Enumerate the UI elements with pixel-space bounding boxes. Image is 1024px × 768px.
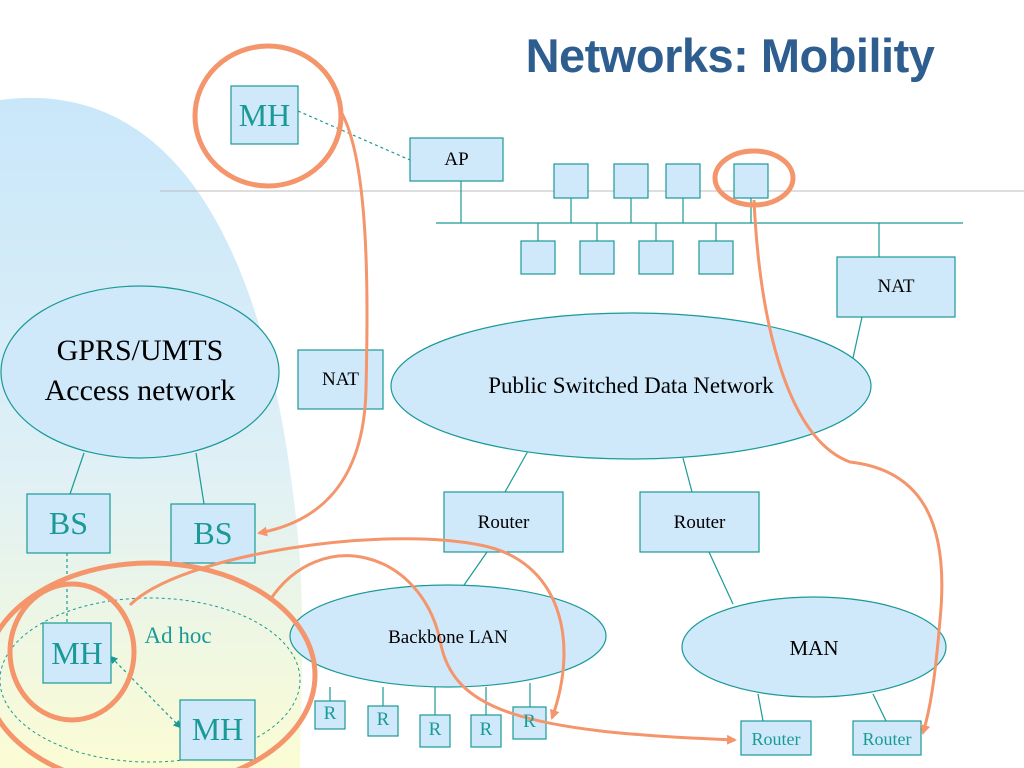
host-box — [665, 163, 701, 199]
backbone-label: Backbone LAN — [388, 627, 508, 648]
highlight-circle-adhoc-area — [0, 560, 318, 768]
psdn-ellipse — [390, 312, 872, 460]
r-label: R — [523, 711, 536, 732]
nat-right-label: NAT — [877, 276, 915, 297]
highlight-circle-mh-top — [192, 43, 344, 189]
mh-top-box — [230, 85, 299, 145]
man-router-left-box — [740, 720, 812, 756]
mobility-arrow-mh-to-bs — [257, 109, 369, 537]
man-router-right-box — [852, 720, 922, 756]
host-box — [613, 163, 649, 199]
bs-left-box — [26, 493, 111, 554]
backbone-ellipse — [289, 584, 607, 688]
nat-left-box — [297, 349, 384, 410]
host-box — [553, 163, 589, 199]
mh-adhoc2-label: MH — [191, 711, 244, 747]
r-box — [419, 714, 451, 748]
man-ellipse — [681, 596, 947, 698]
ap-label: AP — [444, 149, 469, 170]
r-box — [367, 705, 399, 737]
host-box — [579, 240, 615, 275]
adhoc-area — [0, 597, 301, 763]
links — [66, 110, 887, 729]
page-title: Networks: Mobility — [525, 29, 935, 82]
lan-bus — [436, 181, 963, 257]
r-label: R — [376, 709, 390, 730]
gprs-title-line1: GPRS/UMTS — [56, 334, 224, 367]
man-router-right-label: Router — [862, 729, 912, 749]
mh-top-label: MH — [238, 97, 291, 133]
man-label: MAN — [789, 636, 839, 660]
r-label: R — [479, 719, 493, 740]
bs-right-box — [170, 503, 256, 564]
man-router-left-label: Router — [751, 729, 801, 749]
router-left-label: Router — [477, 512, 530, 533]
ap-box — [409, 137, 504, 182]
r-box — [470, 714, 502, 748]
mobility-arrow-adhoc-to-r — [128, 537, 566, 720]
r-label: R — [323, 703, 337, 724]
mh-adhoc1-box — [42, 622, 112, 684]
gprs-title-line2: Access network — [44, 374, 236, 407]
bs-right-label: BS — [193, 515, 233, 551]
router-right-label: Router — [673, 512, 726, 533]
psdn-label: Public Switched Data Network — [488, 373, 774, 398]
r-box — [314, 700, 346, 730]
host-box — [520, 240, 556, 275]
host-box — [638, 240, 674, 275]
mobility-arrow-host-to-router — [752, 199, 944, 735]
host-box — [698, 240, 734, 275]
mh-adhoc1-label: MH — [51, 635, 103, 671]
mh-adhoc2-box — [179, 699, 256, 761]
nat-left-label: NAT — [322, 369, 359, 390]
router-right-box — [639, 491, 760, 553]
gprs-network — [0, 285, 280, 459]
nat-right-box — [836, 256, 956, 318]
highlight-circle-mh-adhoc — [7, 581, 137, 723]
host-box — [733, 163, 769, 199]
r-label: R — [428, 719, 442, 740]
mobility-arrow-adhoc-to-router — [268, 554, 737, 745]
bs-left-label: BS — [48, 505, 89, 541]
adhoc-label: Ad hoc — [144, 623, 212, 648]
